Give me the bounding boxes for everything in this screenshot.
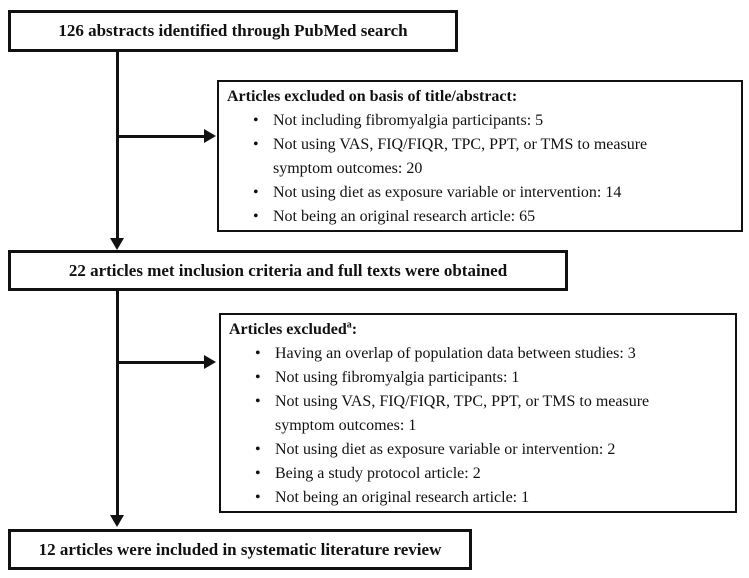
- bullet-icon: •: [255, 441, 261, 458]
- list-item: • Not being an original research article…: [229, 486, 727, 510]
- bullet-icon: •: [255, 369, 261, 386]
- exclusion-reason: Having an overlap of population data bet…: [275, 345, 636, 362]
- box-abstracts-identified: 126 abstracts identified through PubMed …: [8, 10, 458, 52]
- exclusion-reason: Being a study protocol article: 2: [275, 465, 481, 482]
- arrow-down-icon-2: [110, 515, 124, 527]
- exclusion-reason-wrap: symptom outcomes: 20: [273, 160, 423, 177]
- excluded-title-abstract-heading: Articles excluded on basis of title/abst…: [227, 88, 518, 105]
- bullet-icon: •: [255, 345, 261, 362]
- box-inclusion-criteria-met-label: 22 articles met inclusion criteria and f…: [68, 260, 508, 280]
- box-abstracts-identified-label: 126 abstracts identified through PubMed …: [58, 21, 408, 40]
- bullet-icon: •: [255, 489, 261, 506]
- connector-line-vertical-2: [116, 291, 119, 517]
- arrow-right-icon-2: [204, 355, 216, 369]
- list-item: • Not including fibromyalgia participant…: [227, 109, 733, 133]
- exclusion-reason-wrap: symptom outcomes: 1: [275, 417, 417, 434]
- bullet-icon: •: [253, 184, 259, 201]
- box-excluded-fulltext: Articles excludeda: • Having an overlap …: [219, 313, 737, 513]
- exclusion-reason: Not using VAS, FIQ/FIQR, TPC, PPT, or TM…: [275, 393, 650, 410]
- connector-line-horizontal-1: [116, 135, 204, 138]
- exclusion-reason: Not using diet as exposure variable or i…: [275, 441, 616, 458]
- list-item: • Not using VAS, FIQ/FIQR, TPC, PPT, or …: [227, 133, 733, 181]
- connector-line-horizontal-2: [116, 361, 204, 364]
- bullet-icon: •: [255, 393, 261, 410]
- exclusion-reason: Not using VAS, FIQ/FIQR, TPC, PPT, or TM…: [273, 136, 648, 153]
- box-articles-included: 12 articles were included in systematic …: [8, 529, 472, 570]
- excluded-fulltext-heading: Articles excludeda:: [229, 318, 727, 342]
- list-item: • Having an overlap of population data b…: [229, 342, 727, 366]
- list-item: • Being a study protocol article: 2: [229, 462, 727, 486]
- exclusion-reason: Not including fibromyalgia participants:…: [273, 112, 544, 129]
- exclusion-reason: Not being an original research article: …: [273, 208, 536, 225]
- excluded-fulltext-heading-colon: :: [351, 321, 358, 338]
- list-item: • Not being an original research article…: [227, 205, 733, 229]
- box-excluded-title-abstract: Articles excluded on basis of title/abst…: [217, 80, 743, 232]
- list-item: • Not using diet as exposure variable or…: [229, 438, 727, 462]
- box-articles-included-label: 12 articles were included in systematic …: [38, 539, 442, 559]
- exclusion-reason: Not using fibromyalgia participants: 1: [275, 369, 520, 386]
- exclusion-reason: Not being an original research article: …: [275, 489, 530, 506]
- list-item: • Not using VAS, FIQ/FIQR, TPC, PPT, or …: [229, 390, 727, 438]
- bullet-icon: •: [253, 112, 259, 129]
- arrow-down-icon-1: [110, 238, 124, 250]
- list-item: • Not using diet as exposure variable or…: [227, 181, 733, 205]
- bullet-icon: •: [253, 136, 259, 153]
- bullet-icon: •: [253, 208, 259, 225]
- exclusion-reason: Not using diet as exposure variable or i…: [273, 184, 622, 201]
- connector-line-vertical-1: [116, 52, 119, 240]
- footnote-marker: a: [346, 319, 352, 331]
- bullet-icon: •: [255, 465, 261, 482]
- excluded-fulltext-heading-text: Articles excluded: [229, 321, 347, 338]
- excluded-title-abstract-list: • Not including fibromyalgia participant…: [227, 109, 733, 229]
- box-inclusion-criteria-met: 22 articles met inclusion criteria and f…: [8, 250, 568, 291]
- excluded-fulltext-list: • Having an overlap of population data b…: [229, 342, 727, 510]
- arrow-right-icon-1: [204, 129, 216, 143]
- list-item: • Not using fibromyalgia participants: 1: [229, 366, 727, 390]
